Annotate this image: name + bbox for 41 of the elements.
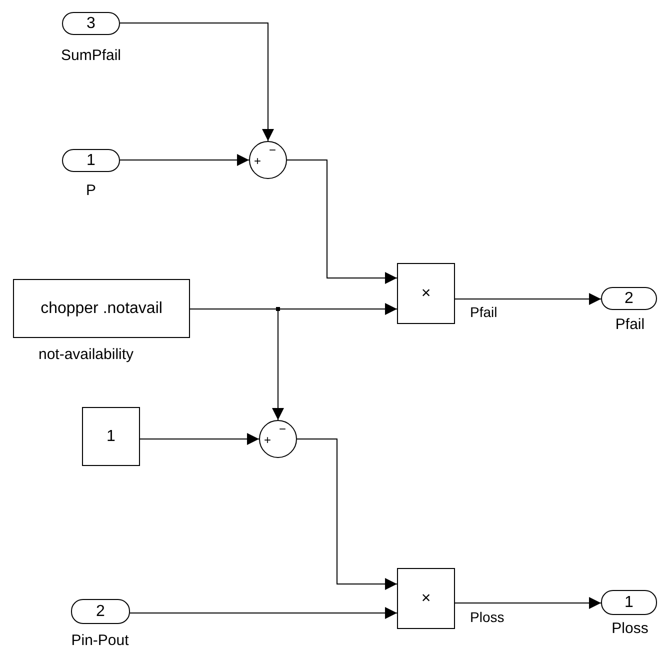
- block: [397, 568, 455, 629]
- block-label: 3: [86, 14, 96, 32]
- block-label: 1: [106, 428, 116, 446]
- sign: +: [254, 155, 262, 167]
- block-label: chopper .notavail: [40, 300, 162, 318]
- block-label: 1: [86, 152, 96, 170]
- inport-block: [71, 599, 130, 624]
- signal-label: Ploss: [470, 609, 504, 625]
- block-label: 2: [96, 602, 105, 620]
- signal-arrow: [286, 160, 398, 284]
- block-name: Ploss: [612, 620, 648, 637]
- sign: +: [264, 434, 272, 446]
- outport-block: [601, 590, 657, 615]
- inport-block: [62, 12, 120, 35]
- signal-label: Pfail: [470, 304, 498, 320]
- block-name: SumPfail: [60, 47, 122, 64]
- sign: −: [269, 144, 276, 156]
- outport-block: [601, 287, 657, 310]
- signal-arrow: [120, 22, 274, 142]
- signal-arrow: [140, 433, 260, 445]
- block-label: ×: [421, 284, 431, 302]
- block-label: ×: [421, 590, 431, 608]
- block: [397, 263, 455, 324]
- signal-arrow: [454, 597, 602, 609]
- block-name: Pin-Pout: [71, 632, 129, 649]
- signal-arrow: [120, 154, 250, 166]
- sum-circle: [259, 420, 297, 458]
- signal-arrow: [130, 607, 398, 619]
- block-name: not-availability: [38, 346, 134, 363]
- block: [82, 407, 140, 466]
- inport-block: [62, 149, 120, 172]
- block-label: 2: [624, 290, 634, 308]
- block-name: Pfail: [615, 316, 645, 333]
- block-name: P: [86, 182, 96, 199]
- block-label: 1: [624, 594, 634, 612]
- block: [13, 279, 190, 338]
- signal-arrow: [296, 438, 398, 590]
- sign: −: [279, 423, 286, 435]
- sum-circle: [249, 141, 287, 179]
- signal-arrow: [190, 308, 284, 420]
- signal-arrow: [454, 293, 602, 305]
